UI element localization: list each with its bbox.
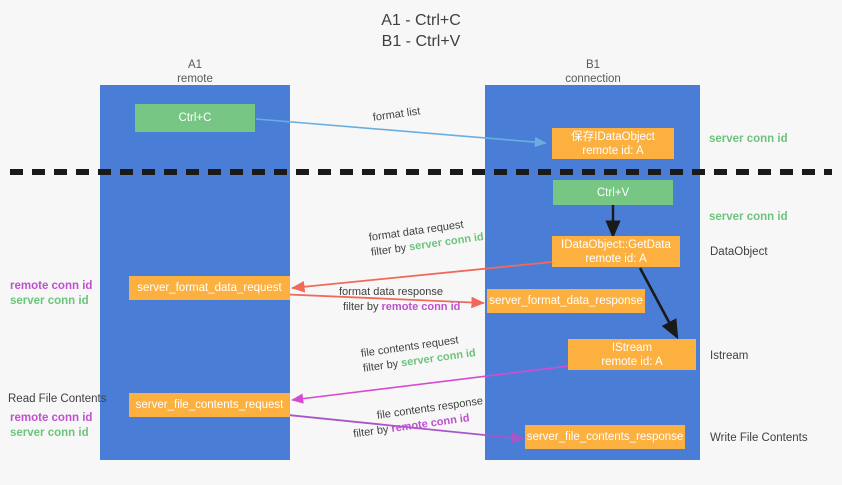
edge-label-format-list: format list [372, 104, 421, 125]
label-right-istream: Istream [710, 350, 749, 362]
page-title: A1 - Ctrl+C B1 - Ctrl+V [0, 10, 842, 52]
node-istream-line2: remote id: A [601, 355, 663, 368]
node-istream[interactable]: IStream remote id: A [568, 339, 696, 370]
node-server-format-data-request[interactable]: server_format_data_request [129, 276, 290, 300]
node-server-format-data-response[interactable]: server_format_data_response [487, 289, 645, 313]
edge-label-format-data-request-prefix: filter by [370, 241, 411, 259]
label-right-server-conn-id-mid: server conn id [709, 211, 788, 223]
edge-label-format-list-text: format list [372, 105, 422, 124]
edge-label-file-contents-request-prefix: filter by [362, 357, 403, 375]
node-getdata-line2: remote id: A [585, 252, 647, 265]
lane-b1-name: B1 [585, 59, 601, 71]
label-right-dataobject: DataObject [710, 246, 768, 258]
lane-a1-name: A1 [187, 59, 203, 71]
node-ctrl-v[interactable]: Ctrl+V [553, 180, 673, 205]
node-ctrl-c-label: Ctrl+C [178, 112, 212, 124]
label-left-server-conn-id-bottom: server conn id [10, 427, 89, 439]
lane-b1-sub: connection [565, 73, 621, 85]
label-right-write-file-contents: Write File Contents [710, 432, 808, 444]
edge-label-file-contents-request: file contents request filter by server c… [360, 331, 477, 377]
label-left-read-file-contents: Read File Contents [8, 392, 106, 407]
label-left-conn-ids-bottom: remote conn id server conn id [10, 411, 92, 441]
node-server-file-contents-response[interactable]: server_file_contents_response [525, 425, 685, 449]
edge-label-format-data-response: format data response filter by remote co… [339, 285, 460, 315]
node-server-file-contents-response-label: server_file_contents_response [526, 431, 684, 443]
node-getdata[interactable]: IDataObject::GetData remote id: A [552, 236, 680, 267]
node-getdata-line1: IDataObject::GetData [561, 238, 671, 251]
node-ctrl-c[interactable]: Ctrl+C [135, 104, 255, 132]
title-line-1: A1 - Ctrl+C [381, 12, 461, 29]
node-save-idataobject-line2: remote id: A [582, 144, 644, 157]
node-server-format-data-request-label: server_format_data_request [137, 282, 282, 294]
node-istream-line1: IStream [611, 341, 653, 354]
edge-label-format-data-response-token: remote conn id [381, 301, 461, 313]
node-server-file-contents-request[interactable]: server_file_contents_request [129, 393, 290, 417]
edge-label-format-data-request: format data request filter by server con… [368, 215, 485, 261]
label-left-server-conn-id-mid: server conn id [10, 295, 89, 307]
label-right-server-conn-id-top: server conn id [709, 133, 788, 145]
node-server-format-data-response-label: server_format_data_response [489, 295, 643, 307]
lane-header-a1: A1 remote [135, 58, 255, 86]
node-save-idataobject-line1: 保存IDataObject [571, 130, 655, 143]
title-line-2: B1 - Ctrl+V [381, 33, 461, 50]
node-ctrl-v-label: Ctrl+V [596, 186, 630, 199]
node-save-idataobject[interactable]: 保存IDataObject remote id: A [552, 128, 674, 159]
lane-header-b1: B1 connection [533, 58, 653, 86]
edge-label-format-data-response-prefix: filter by [343, 301, 382, 313]
edge-label-file-contents-response-prefix: filter by [352, 423, 393, 441]
label-left-remote-conn-id-mid: remote conn id [10, 280, 93, 292]
label-left-read-file-contents-title: Read File Contents [8, 393, 107, 405]
node-server-file-contents-request-label: server_file_contents_request [135, 399, 284, 411]
edge-label-file-contents-response: file contents response filter by remote … [352, 394, 486, 440]
lane-a1-sub: remote [177, 73, 213, 85]
label-left-conn-ids-mid: remote conn id server conn id [10, 279, 92, 309]
label-left-remote-conn-id-bottom: remote conn id [10, 412, 93, 424]
edge-label-format-data-response-line1: format data response [339, 286, 443, 298]
